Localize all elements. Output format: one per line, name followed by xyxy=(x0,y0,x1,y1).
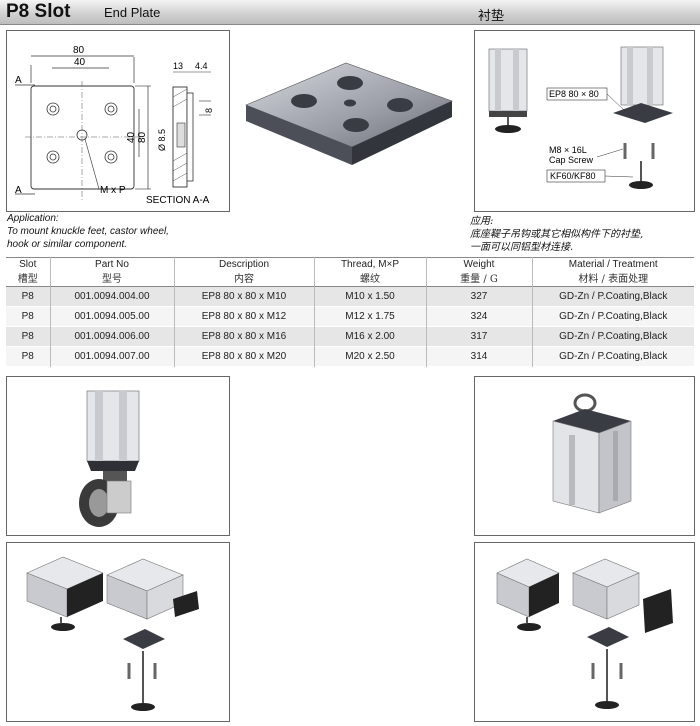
application-note-en: Application: To mount knuckle feet, cast… xyxy=(7,212,247,251)
cell-description: EP8 80 x 80 x M20 xyxy=(174,346,315,367)
cell-part-no: 001.0094.005.00 xyxy=(50,306,175,327)
technical-drawing-panel: 80 40 A A 40 80 M x P 13 4.4 xyxy=(6,30,230,212)
cell-thread: M12 x 1.75 xyxy=(314,306,427,327)
section-a-top-label: A xyxy=(15,75,22,86)
cell-description: EP8 80 x 80 x M12 xyxy=(174,306,315,327)
exploded-assembly-right-panel xyxy=(474,542,695,722)
cell-material: GD-Zn / P.Coating,Black xyxy=(559,291,668,302)
application-line-1: To mount knuckle feet, castor wheel, xyxy=(7,226,169,237)
page-title-cn: 衬垫 xyxy=(478,8,505,23)
table-row: P8 001.0094.004.00 EP8 80 x 80 x M10 M10… xyxy=(6,286,694,307)
application-heading: Application: xyxy=(7,213,59,224)
table-row: P8 001.0094.007.00 EP8 80 x 80 x M20 M20… xyxy=(6,346,694,367)
callout-end-plate: EP8 80 × 80 xyxy=(549,89,599,99)
exploded-assembly-right xyxy=(496,558,673,709)
cell-part-no: 001.0094.007.00 xyxy=(50,346,175,367)
cell-description: EP8 80 x 80 x M10 xyxy=(174,286,315,307)
cell-thread: M16 x 2.00 xyxy=(314,326,427,347)
table-row: P8 001.0094.005.00 EP8 80 x 80 x M12 M12… xyxy=(6,306,694,327)
callout-foot: KF60/KF80 xyxy=(550,171,596,181)
castor-wheel-panel xyxy=(6,376,230,536)
cell-description: EP8 80 x 80 x M16 xyxy=(174,326,315,347)
cell-slot: P8 xyxy=(6,286,51,307)
dim-diameter-label: Ø 8.5 xyxy=(157,129,167,151)
exploded-assembly-left-panel xyxy=(6,542,230,722)
end-plate-render xyxy=(245,62,453,165)
callout-screw-size: M8 × 16L xyxy=(549,145,587,155)
dim-v40-label: 40 xyxy=(126,131,137,143)
cell-part-no: 001.0094.006.00 xyxy=(50,326,175,347)
dim-80-label: 80 xyxy=(73,45,85,56)
application-line-2-cn: 一面可以同铝型材连接. xyxy=(470,242,574,253)
castor-wheel-illustration xyxy=(79,390,140,527)
application-note-cn: 应用: 底座鞮子吊钩或其它相似构件下的衬垫, 一面可以同铝型材连接. xyxy=(470,215,698,254)
dim-4-4-label: 4.4 xyxy=(195,61,208,71)
section-label: SECTION A-A xyxy=(146,195,210,206)
cell-material: GD-Zn / P.Coating,Black xyxy=(559,351,668,362)
table-row: P8 001.0094.006.00 EP8 80 x 80 x M16 M16… xyxy=(6,326,694,347)
page-title: P8 Slot xyxy=(6,1,71,22)
assembly-panel: EP8 80 × 80 M8 × 16L Cap Screw KF60/KF80 xyxy=(474,30,695,212)
cell-slot: P8 xyxy=(6,306,51,327)
cell-thread: M20 x 2.50 xyxy=(314,346,427,367)
cell-weight: 317 xyxy=(426,326,533,347)
cell-material: GD-Zn / P.Coating,Black xyxy=(559,331,668,342)
hook-panel xyxy=(474,376,695,536)
hook-illustration xyxy=(552,393,632,514)
dim-13-label: 13 xyxy=(173,61,183,71)
thread-label: M x P xyxy=(100,185,126,196)
section-a-bottom-label: A xyxy=(15,185,22,196)
dim-v80-label: 80 xyxy=(137,131,148,143)
cell-weight: 327 xyxy=(426,286,533,307)
cell-slot: P8 xyxy=(6,346,51,367)
application-heading-cn: 应用: xyxy=(470,216,494,227)
dim-8-label: 8 xyxy=(204,108,214,113)
cell-weight: 314 xyxy=(426,346,533,367)
application-line-2: hook or similar component. xyxy=(7,239,128,250)
header-bar: P8 Slot End Plate 衬垫 xyxy=(0,0,700,25)
dim-40-label: 40 xyxy=(74,57,86,68)
technical-drawing: 80 40 A A 40 80 M x P 13 4.4 xyxy=(15,45,214,206)
page-subtitle: End Plate xyxy=(104,5,161,20)
exploded-assembly-left xyxy=(26,556,199,711)
callout-screw-type: Cap Screw xyxy=(549,155,594,165)
assembly-illustration: EP8 80 × 80 M8 × 16L Cap Screw KF60/KF80 xyxy=(488,46,673,189)
cell-thread: M10 x 1.50 xyxy=(314,286,427,307)
cell-material: GD-Zn / P.Coating,Black xyxy=(559,311,668,322)
cell-slot: P8 xyxy=(6,326,51,347)
cell-weight: 324 xyxy=(426,306,533,327)
application-line-1-cn: 底座鞮子吊钩或其它相似构件下的衬垫, xyxy=(470,229,644,240)
cell-part-no: 001.0094.004.00 xyxy=(50,286,175,307)
